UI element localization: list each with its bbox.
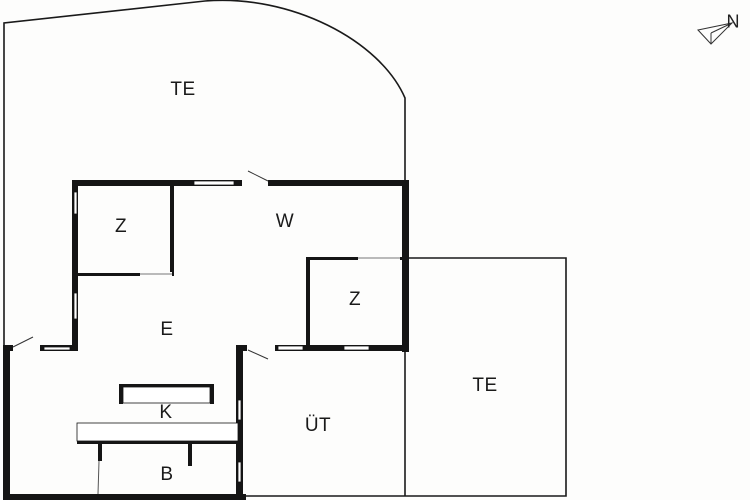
room-label-z-left: Z <box>114 216 128 237</box>
room-label-z-right: Z <box>348 289 362 310</box>
windows <box>43 180 400 483</box>
north-label: N <box>726 11 740 32</box>
room-label-ut: ÜT <box>304 415 332 436</box>
room-label-w: W <box>275 211 295 232</box>
terrace-top-outline <box>3 0 406 348</box>
doors <box>12 170 275 360</box>
walls <box>3 180 409 500</box>
north-arrow-icon <box>697 22 734 45</box>
room-label-terrace-top: TE <box>170 79 196 100</box>
room-label-k: K <box>159 402 173 423</box>
room-label-b: B <box>160 464 174 485</box>
room-label-e: E <box>160 319 174 340</box>
room-label-terrace-right: TE <box>472 375 498 396</box>
